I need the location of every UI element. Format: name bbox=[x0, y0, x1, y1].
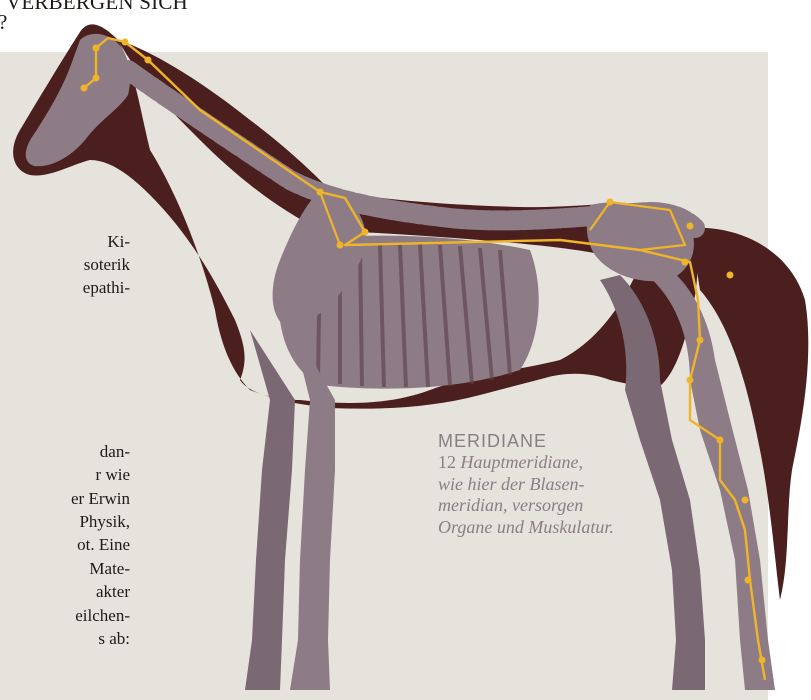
caption-line-2: wie hier der Blasen- bbox=[438, 474, 638, 496]
caption-line-4: Organe und Muskulatur. bbox=[438, 517, 638, 539]
caption-line-3: meridian, versorgen bbox=[438, 495, 638, 517]
caption-number: 12 bbox=[438, 452, 456, 472]
front-leg-right bbox=[245, 330, 295, 690]
illustration-caption: MERIDIANE 12 Hauptmeridiane, wie hier de… bbox=[438, 430, 638, 538]
caption-text-1: Hauptmeridiane, bbox=[461, 452, 583, 472]
caption-title: MERIDIANE bbox=[438, 430, 638, 452]
caption-line-1: 12 Hauptmeridiane, bbox=[438, 452, 638, 474]
